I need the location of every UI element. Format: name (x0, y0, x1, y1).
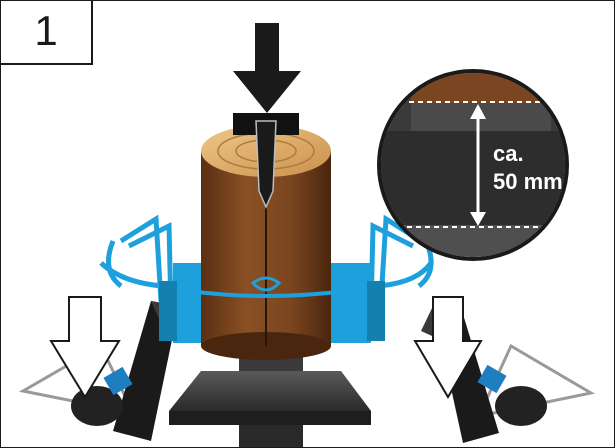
inset-label-line2: 50 mm (493, 169, 563, 194)
inset-gap (381, 131, 565, 225)
down-arrow-icon (233, 23, 301, 113)
inset-wood (411, 73, 551, 103)
right-handle-grip[interactable] (495, 386, 547, 426)
right-down-arrow-icon (413, 296, 483, 399)
step-number: 1 (34, 7, 58, 54)
right-blue-clamp (331, 263, 371, 343)
right-blue-clamp-side (367, 281, 385, 341)
detail-inset: ca. 50 mm (377, 69, 569, 261)
base-plate-edge (169, 411, 371, 425)
blue-strap-knot (250, 276, 282, 292)
splitting-wedge (255, 120, 277, 209)
blue-strap (188, 289, 347, 298)
inset-label-line1: ca. (493, 141, 524, 166)
step-number-box: 1 (1, 1, 93, 65)
left-down-arrow-icon (49, 296, 121, 399)
left-handle-blue-ring (103, 366, 133, 396)
dimension-arrow-icon (470, 104, 486, 226)
right-handle-blue-ring (477, 364, 507, 394)
base-plate (169, 371, 371, 411)
left-blue-clamp-side (159, 281, 177, 341)
